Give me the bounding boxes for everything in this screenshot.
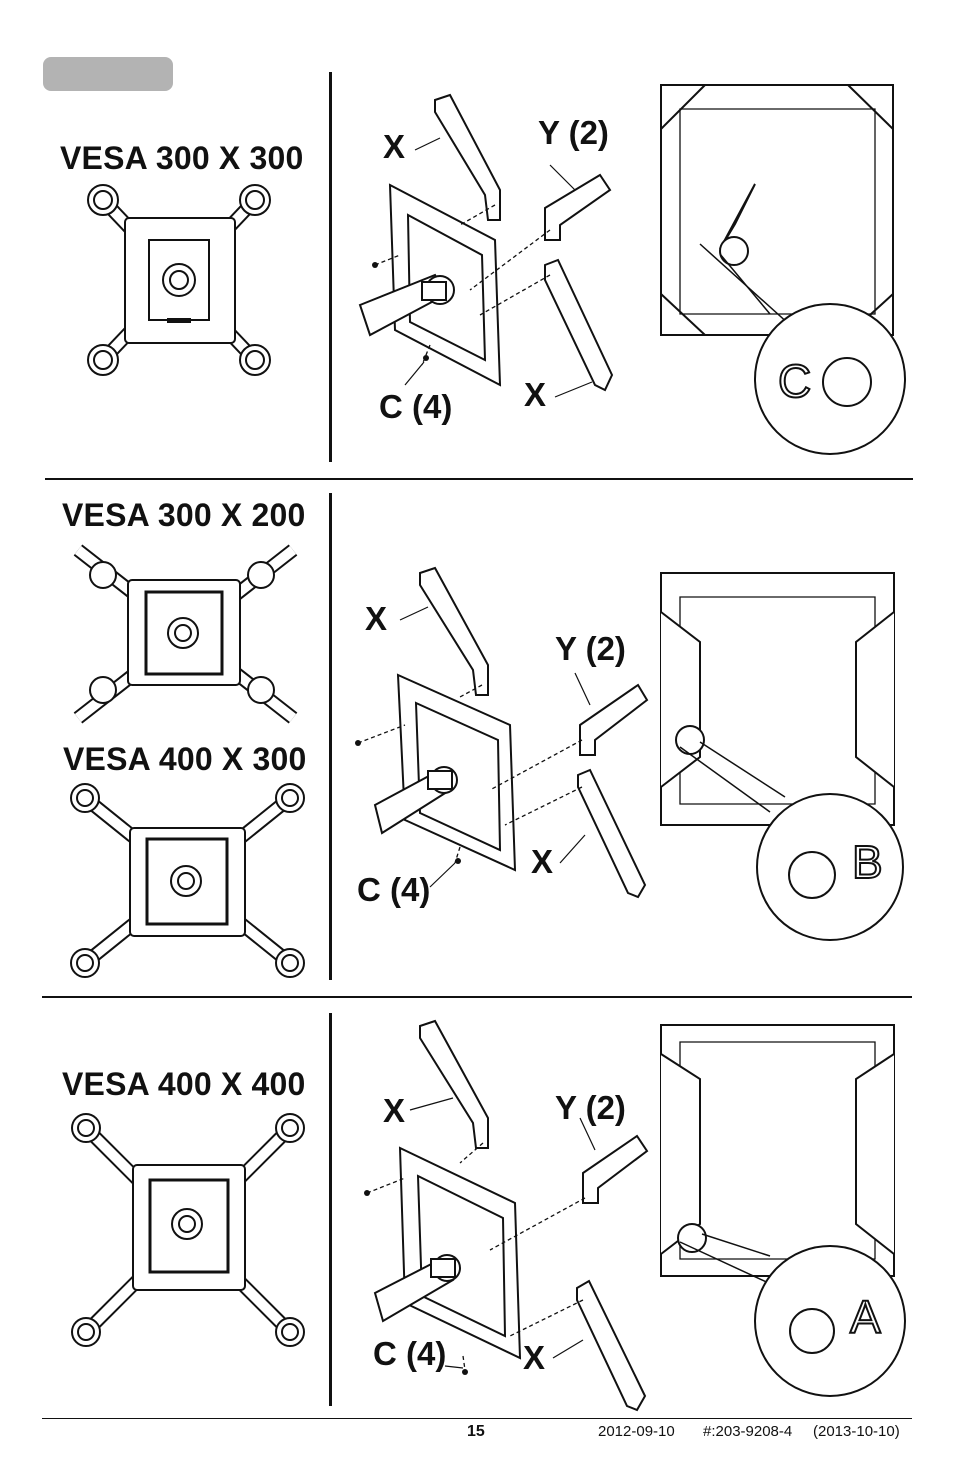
vesa-title-400x400: VESA 400 X 400 xyxy=(62,1066,306,1102)
label-y-3: Y (2) xyxy=(555,1089,626,1126)
label-x-bottom-2: X xyxy=(531,843,554,880)
section-tab xyxy=(43,57,173,91)
label-c-1: C (4) xyxy=(379,388,453,425)
footer-date: 2012-09-10 xyxy=(598,1423,675,1440)
footer-doc-number: #:203-9208-4 xyxy=(703,1423,793,1440)
label-x-bottom-1: X xyxy=(524,376,547,413)
vesa-title-300x200: VESA 300 X 200 xyxy=(62,497,306,533)
tv-back-detail-1: C xyxy=(660,84,906,455)
divider-vertical-1 xyxy=(329,72,332,462)
detail-letter-3: A xyxy=(850,1291,881,1343)
adapter-diagram-300x300 xyxy=(87,184,271,376)
label-x-bottom-3: X xyxy=(523,1339,546,1376)
detail-letter-2: B xyxy=(852,836,883,888)
divider-vertical-3 xyxy=(329,1013,332,1406)
tv-back-detail-2: B xyxy=(660,572,904,941)
label-c-2: C (4) xyxy=(357,871,431,908)
divider-vertical-2 xyxy=(329,493,332,980)
adapter-diagram-400x400 xyxy=(71,1113,305,1347)
adapter-diagram-300x200 xyxy=(73,544,298,724)
assembly-diagram-2 xyxy=(355,566,649,899)
vesa-title-400x300: VESA 400 X 300 xyxy=(63,741,307,777)
label-y-1: Y (2) xyxy=(538,114,609,151)
vesa-title-300x300: VESA 300 X 300 xyxy=(60,140,304,176)
tv-back-detail-3: A xyxy=(660,1024,906,1397)
detail-letter-1: C xyxy=(778,355,811,407)
divider-horizontal-2 xyxy=(42,996,912,998)
adapter-diagram-400x300 xyxy=(70,783,305,978)
label-y-2: Y (2) xyxy=(555,630,626,667)
assembly-diagram-3 xyxy=(364,1019,649,1412)
divider-horizontal-1 xyxy=(45,478,913,480)
label-c-3: C (4) xyxy=(373,1335,447,1372)
footer-rule xyxy=(42,1418,912,1419)
label-x-top-3: X xyxy=(383,1092,406,1129)
label-x-top-1: X xyxy=(383,128,406,165)
footer-revision: (2013-10-10) xyxy=(813,1423,900,1440)
label-x-top-2: X xyxy=(365,600,388,637)
assembly-diagram-1 xyxy=(358,93,614,398)
page-number: 15 xyxy=(467,1423,485,1440)
